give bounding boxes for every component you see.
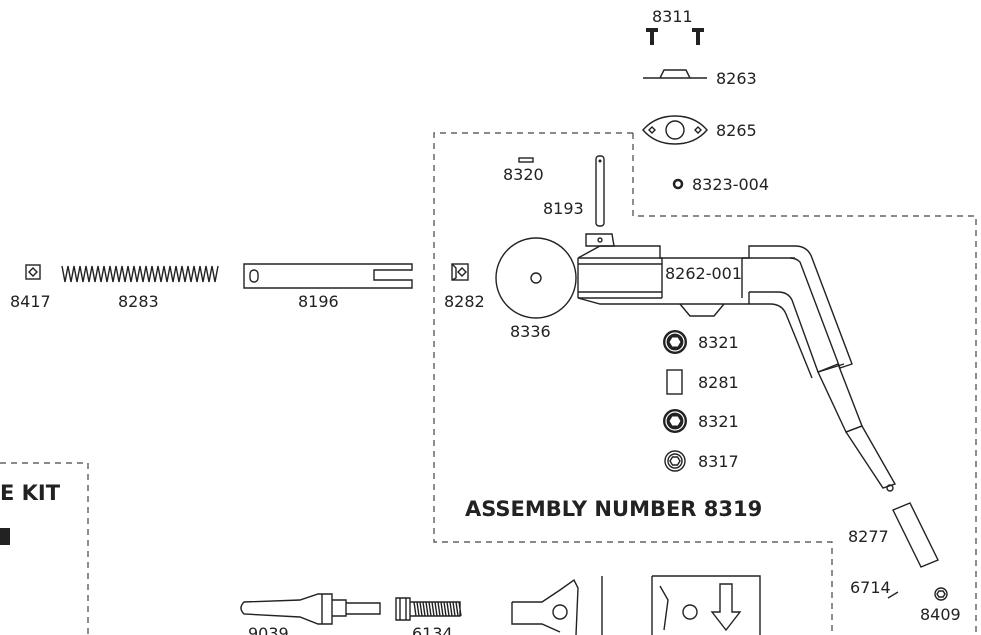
- screw-8311-icon: [646, 28, 704, 45]
- arm-8262-001-icon: [577, 233, 897, 492]
- sleeve-8277-icon: [892, 502, 939, 568]
- part-label-8323-004: 8323-004: [692, 175, 769, 194]
- part-label-9039: 9039: [248, 624, 289, 635]
- handle-part-icon: [511, 576, 603, 635]
- part-label-8321-top: 8321: [698, 333, 739, 352]
- assembly-boundary: [433, 132, 977, 635]
- part-label-8282: 8282: [444, 292, 485, 311]
- bushing-8281-icon: [666, 369, 683, 395]
- part-label-8281: 8281: [698, 373, 739, 392]
- nut-8409-icon: [934, 587, 948, 601]
- kit-title: E KIT: [0, 481, 61, 505]
- block-8282-icon: [451, 263, 469, 281]
- kit-marker-icon: [0, 528, 10, 545]
- part-label-8196: 8196: [298, 292, 339, 311]
- kit-boundary: [0, 462, 89, 635]
- bolt-6134-icon: [395, 597, 462, 621]
- spring-8283-icon: [61, 265, 219, 283]
- part-label-8283: 8283: [118, 292, 159, 311]
- part-label-8317: 8317: [698, 452, 739, 471]
- part-label-8417: 8417: [10, 292, 51, 311]
- tool-9039-icon: [240, 593, 381, 625]
- ring-8323-004-icon: [672, 178, 684, 190]
- pin-8193-icon: [595, 155, 605, 227]
- key-8320-icon: [518, 157, 534, 163]
- part-label-8277: 8277: [848, 527, 889, 546]
- assembly-title: ASSEMBLY NUMBER 8319: [465, 497, 762, 521]
- part-label-8263: 8263: [716, 69, 757, 88]
- pin-6714-icon: [887, 591, 899, 599]
- part-label-8409: 8409: [920, 605, 961, 624]
- part-label-8265: 8265: [716, 121, 757, 140]
- nut-8321-icon: [663, 409, 687, 433]
- part-label-8193: 8193: [543, 199, 584, 218]
- disc-8336-icon: [495, 237, 577, 319]
- flange-plate-8265-icon: [642, 115, 708, 145]
- nut-8321-icon: [663, 330, 687, 354]
- block-8417-icon: [25, 264, 41, 280]
- bracket-part-icon: [651, 575, 761, 635]
- part-label-8262-001: 8262-001: [665, 264, 742, 283]
- part-label-6134: 6134: [412, 624, 453, 635]
- part-label-6714: 6714: [850, 578, 891, 597]
- cap-plate-8263-icon: [643, 69, 707, 79]
- part-label-8311: 8311: [652, 7, 693, 26]
- part-label-8321-bottom: 8321: [698, 412, 739, 431]
- nut-8317-icon: [664, 450, 686, 472]
- part-label-8320: 8320: [503, 165, 544, 184]
- part-label-8336: 8336: [510, 322, 551, 341]
- rod-8196-icon: [243, 263, 413, 289]
